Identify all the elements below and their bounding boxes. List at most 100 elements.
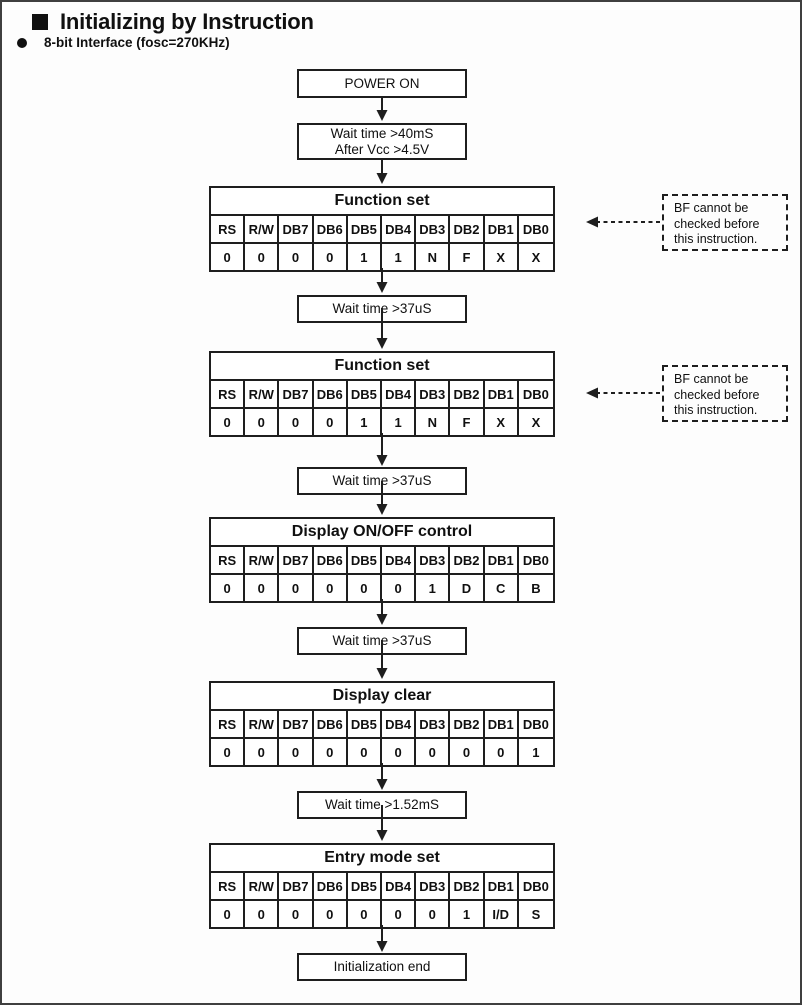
note-line: checked before: [674, 216, 760, 231]
black-square-icon: [32, 14, 48, 30]
bit-header-cell: DB4: [382, 711, 417, 737]
bit-header-cell: DB0: [522, 222, 549, 237]
bit-value-cell: 0: [348, 575, 382, 601]
flow-box-label: After Vcc >4.5V: [334, 141, 430, 157]
page-title: Initializing by Instruction: [60, 9, 314, 34]
flow-box-wait-37us-3: Wait time >37uS: [297, 627, 467, 655]
note-line: checked before: [674, 387, 760, 402]
bit-header-cell: DB5: [348, 711, 382, 737]
bit-header-cell: DB7: [279, 873, 314, 899]
flow-arrowhead-icon: [376, 668, 388, 679]
bit-header-cell: DB3: [416, 547, 451, 573]
bit-value-cell: 0: [211, 244, 246, 270]
bit-value-cell: 0: [245, 901, 280, 927]
bit-value-cell: 0: [314, 739, 348, 765]
flow-box-wait-152ms: Wait time >1.52mS: [297, 791, 467, 819]
flow-box-wait-37us-1: Wait time >37uS: [297, 295, 467, 323]
bit-header-cell: RS: [211, 547, 246, 573]
flow-box-label: Wait time >37uS: [332, 301, 432, 316]
bit-header-cell: DB1: [485, 711, 519, 737]
flow-box-label: POWER ON: [344, 75, 420, 91]
bit-value-cell: 0: [279, 409, 314, 435]
bit-value-cell: 0: [314, 575, 348, 601]
bit-header-cell: RS: [211, 711, 246, 737]
note-line: this instruction.: [674, 403, 758, 417]
flow-arrowhead-icon: [376, 830, 388, 841]
instruction-table-title: Entry mode set: [211, 845, 553, 873]
black-circle-icon: [17, 37, 27, 48]
bit-value-cell: X: [485, 244, 519, 270]
bit-header-cell: DB2: [450, 873, 485, 899]
bit-value-cell: 0: [279, 739, 314, 765]
bit-value-cell: F: [450, 409, 485, 435]
bit-header-cell: DB7: [279, 547, 314, 573]
bit-value-cell: 0: [314, 901, 348, 927]
bit-header-cell: DB3: [416, 216, 451, 242]
bit-header-cell: DB6: [314, 216, 348, 242]
bit-header-cell: DB1: [485, 216, 519, 242]
flow-box-initialization-end: Initialization end: [297, 953, 467, 981]
flow-arrowhead-icon: [376, 338, 388, 349]
bit-header-cell: DB6: [314, 381, 348, 407]
bit-header-cell: DB5: [348, 216, 382, 242]
bit-header-cell: R/W: [245, 381, 280, 407]
bit-value-cell: 0: [279, 244, 314, 270]
flow-arrowhead-icon: [376, 941, 388, 952]
note-arrowhead-icon: [586, 387, 598, 399]
bit-header-cell: DB6: [314, 873, 348, 899]
bit-value-cell: B: [531, 581, 541, 596]
bit-value-cell: 0: [382, 901, 417, 927]
bit-header-cell: DB7: [279, 711, 314, 737]
bit-header-cell: R/W: [245, 711, 280, 737]
bit-value-cell: 0: [211, 409, 246, 435]
flow-box-wait-40ms: Wait time >40mS After Vcc >4.5V: [297, 123, 467, 160]
bit-value-cell: 0: [485, 739, 519, 765]
flow-box-power-on: POWER ON: [297, 69, 467, 98]
bit-value-cell: D: [450, 575, 485, 601]
bit-header-cell: DB2: [450, 216, 485, 242]
bit-header-cell: DB0: [522, 717, 549, 732]
bit-header-cell: R/W: [245, 216, 280, 242]
bit-header-cell: RS: [211, 381, 246, 407]
bit-value-cell: 0: [416, 901, 451, 927]
flow-box-label: Initialization end: [333, 959, 431, 974]
bit-header-cell: DB7: [279, 381, 314, 407]
bit-value-cell: 0: [279, 575, 314, 601]
flow-arrowhead-icon: [376, 173, 388, 184]
bit-header-cell: DB5: [348, 547, 382, 573]
bit-value-cell: 0: [211, 901, 246, 927]
bit-value-cell: 1: [348, 244, 382, 270]
flow-arrowhead-icon: [376, 455, 388, 466]
bit-header-cell: R/W: [245, 873, 280, 899]
bit-header-cell: R/W: [245, 547, 280, 573]
instruction-table-title: Function set: [211, 188, 553, 216]
bit-value-cell: 1: [348, 409, 382, 435]
flow-box-wait-37us-2: Wait time >37uS: [297, 467, 467, 495]
bit-value-cell: C: [485, 575, 519, 601]
flow-box-label: Wait time >1.52mS: [325, 797, 439, 812]
bit-header-cell: DB1: [485, 547, 519, 573]
bit-value-cell: 0: [245, 575, 280, 601]
bit-header-cell: DB0: [522, 879, 549, 894]
flow-arrowhead-icon: [376, 110, 388, 121]
instruction-table-title: Function set: [211, 353, 553, 381]
bit-value-cell: N: [416, 244, 451, 270]
bit-value-cell: X: [531, 250, 541, 265]
note-arrowhead-icon: [586, 216, 598, 228]
bit-value-cell: 1: [382, 409, 417, 435]
bit-header-cell: DB4: [382, 381, 417, 407]
bit-value-cell: 0: [348, 739, 382, 765]
bit-header-cell: DB2: [450, 711, 485, 737]
bit-header-cell: DB0: [522, 387, 549, 402]
